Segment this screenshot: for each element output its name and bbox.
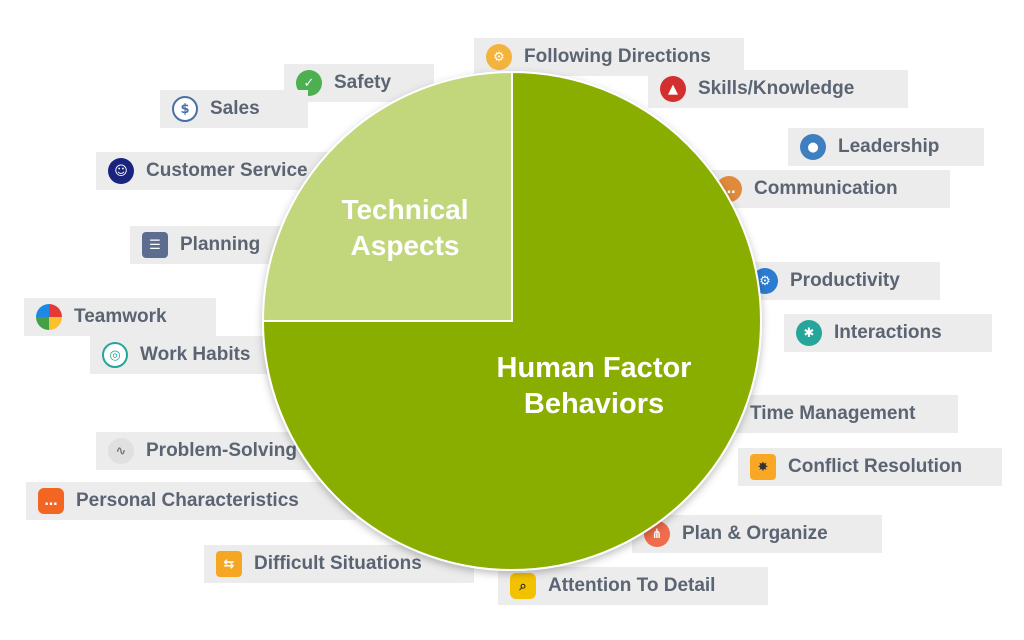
tag-label: Interactions (834, 322, 942, 343)
tag-label: Time Management (750, 403, 916, 424)
tag-label: Planning (180, 234, 261, 255)
tag-interactions: ✱ Interactions (784, 314, 992, 352)
conflict-icon: ✸ (750, 454, 776, 480)
tag-label: Skills/Knowledge (698, 78, 855, 99)
tag-skills-knowledge: ▲ Skills/Knowledge (648, 70, 908, 108)
tag-productivity: ⚙ Productivity (740, 262, 940, 300)
tag-label: Difficult Situations (254, 553, 422, 574)
technical-label-line1: Technical (341, 194, 468, 225)
tag-label: Safety (334, 72, 392, 93)
headset-person-icon: ☺ (108, 158, 134, 184)
human-label-line1: Human Factor (497, 352, 692, 384)
tag-label: Plan & Organize (682, 523, 828, 544)
tag-sales: $ Sales (160, 90, 308, 128)
tag-label: Sales (210, 98, 260, 119)
chat-person-icon: … (38, 488, 64, 514)
tag-label: Personal Characteristics (76, 490, 299, 511)
tag-plan-organize: ⋔ Plan & Organize (632, 515, 882, 553)
scribble-icon: ∿ (108, 438, 134, 464)
tag-label: Teamwork (74, 306, 167, 327)
tag-conflict-resolution: ✸ Conflict Resolution (738, 448, 1002, 486)
tag-attention-to-detail: ⌕ Attention To Detail (498, 567, 768, 605)
tag-difficult-situations: ⇆ Difficult Situations (204, 545, 474, 583)
tag-label: Attention To Detail (548, 575, 716, 596)
leader-icon: ● (800, 134, 826, 160)
people-network-icon: ✱ (796, 320, 822, 346)
tag-label: Customer Service (146, 160, 308, 181)
tag-personal-characteristics: … Personal Characteristics (26, 482, 356, 520)
tag-label: Conflict Resolution (788, 456, 963, 477)
tag-label: Communication (754, 178, 898, 199)
tag-customer-service: ☺ Customer Service (96, 152, 336, 190)
clipboard-clock-icon: ☰ (142, 232, 168, 258)
flag-summit-icon: ▲ (660, 76, 686, 102)
tag-label: Following Directions (524, 46, 711, 67)
human-label-line2: Behaviors (524, 388, 664, 420)
tag-leadership: ● Leadership (788, 128, 984, 166)
tag-following-directions: ⚙ Following Directions (474, 38, 744, 76)
tag-teamwork: Teamwork (24, 298, 216, 336)
money-chart-icon: $ (172, 96, 198, 122)
tag-label: Productivity (790, 270, 900, 291)
tag-label: Problem-Solving (146, 440, 297, 461)
tag-work-habits: ◎ Work Habits (90, 336, 290, 374)
tag-label: Work Habits (140, 344, 251, 365)
fingerprint-icon: ◎ (102, 342, 128, 368)
technical-label-line2: Aspects (351, 230, 460, 261)
tag-communication: … Communication (704, 170, 950, 208)
magnifier-icon: ⌕ (510, 573, 536, 599)
signpost-icon: ⇆ (216, 551, 242, 577)
head-gear-icon: ⚙ (486, 44, 512, 70)
pie-slice-technical (261, 70, 513, 322)
tag-label: Leadership (838, 136, 940, 157)
team-circle-icon (36, 304, 62, 330)
tag-problem-solving: ∿ Problem-Solving (96, 432, 316, 470)
